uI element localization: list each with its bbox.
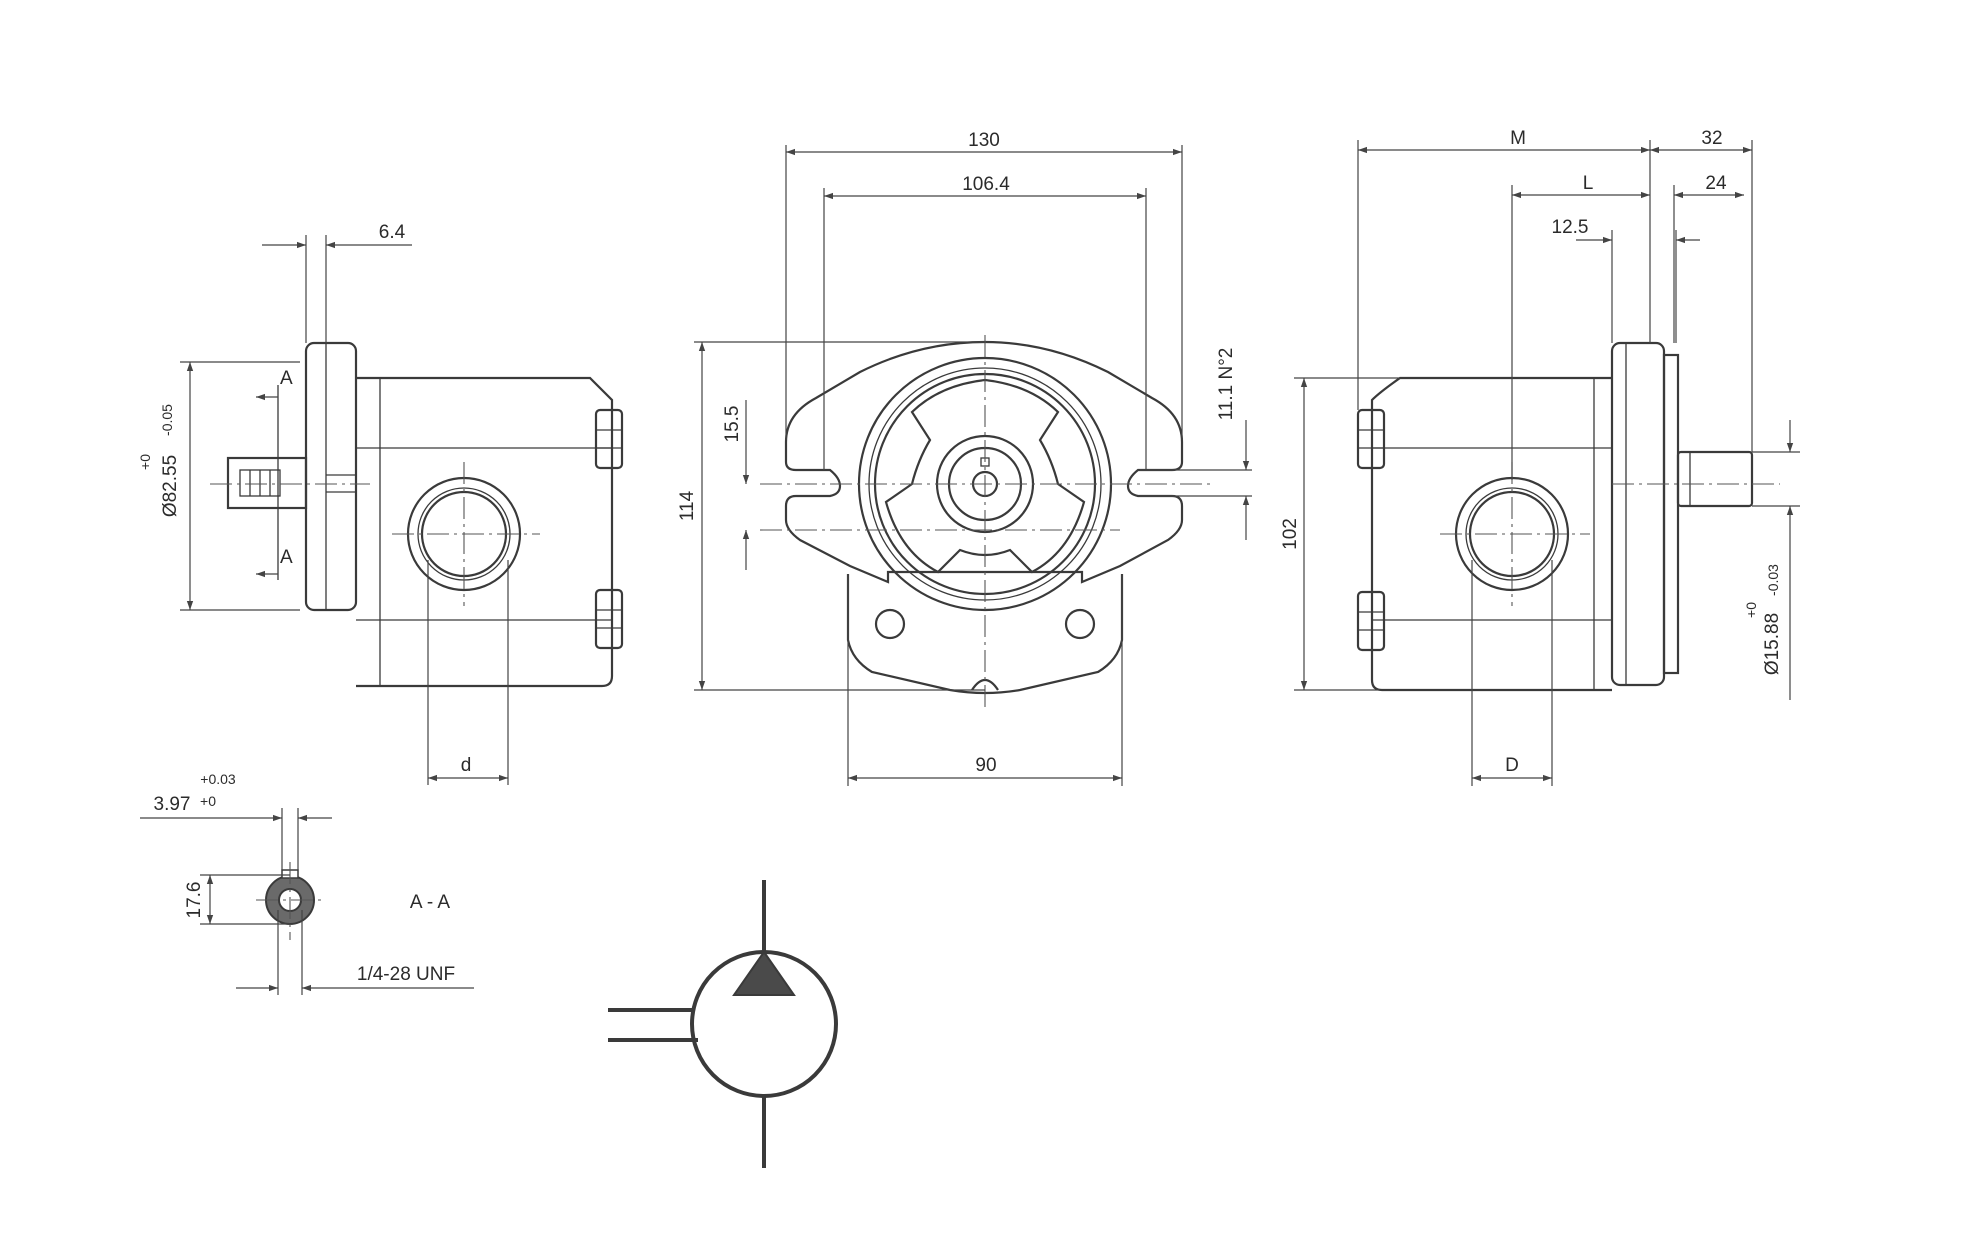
dim-shaft-tol-upper: +0 [1743, 602, 1759, 618]
dim-pilot-tol-lower: -0.05 [159, 404, 175, 436]
dim-thread: 1/4-28 UNF [357, 964, 455, 985]
dim-pilot-diameter: Ø82.55 [160, 455, 181, 517]
dim-shaft-tol-lower: -0.03 [1765, 564, 1781, 596]
right-side-view: M 32 L 24 12.5 102 D Ø15.88 +0 [1280, 128, 1800, 786]
dim-port-D: D [1505, 755, 1519, 776]
dim-flange-thickness: 6.4 [379, 222, 406, 243]
dim-bolt-spacing: 106.4 [962, 174, 1010, 195]
dim-shaft-height: 17.6 [184, 882, 205, 919]
dim-overall-width: 130 [968, 130, 1000, 151]
dim-body-height: 102 [1280, 518, 1301, 550]
dim-shaft-key-length: 24 [1705, 173, 1727, 194]
dim-length-M: M [1510, 128, 1526, 149]
hydraulic-pump-symbol-icon [608, 880, 838, 1168]
dim-overall-height: 114 [677, 490, 698, 521]
dim-key-tol-lower: +0 [200, 793, 216, 809]
section-a-a: 3.97 +0.03 +0 17.6 1/4-28 UNF A - A [140, 771, 474, 995]
dim-body-width: 90 [975, 755, 996, 776]
section-label: A - A [410, 892, 450, 913]
left-side-view: A A 6.4 Ø82.55 +0 -0.05 d [137, 222, 624, 785]
front-view: 130 106.4 114 15.5 11.1 N°2 90 [677, 130, 1252, 786]
dim-shaft-length: 32 [1701, 128, 1722, 149]
dim-shaft-diameter: Ø15.88 [1762, 613, 1783, 675]
section-mark-top: A [280, 368, 293, 389]
dim-pilot-tol-upper: +0 [137, 454, 153, 470]
dim-key-width: 3.97 [154, 794, 191, 815]
dim-key-tol-upper: +0.03 [200, 771, 236, 787]
dim-slot-width: 11.1 N°2 [1216, 348, 1237, 421]
dim-slot-offset: 15.5 [722, 406, 743, 443]
dim-port-d: d [461, 755, 472, 776]
dim-length-L: L [1583, 173, 1594, 194]
section-mark-bottom: A [280, 547, 293, 568]
dim-pilot-depth: 12.5 [1552, 217, 1589, 238]
